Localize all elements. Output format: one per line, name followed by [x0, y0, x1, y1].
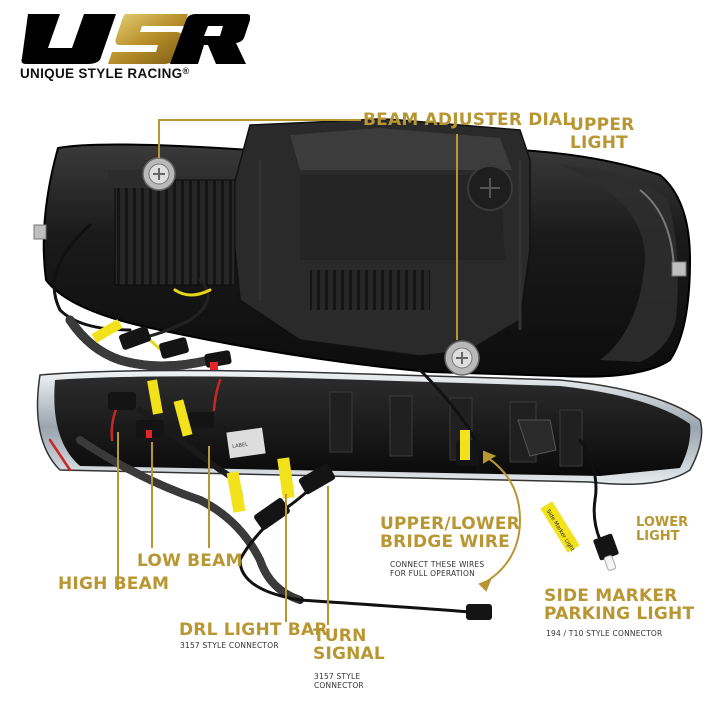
label-upper-light-line1: UPPER — [570, 115, 635, 135]
brand-name: UNIQUE STYLE RACING® — [20, 66, 190, 81]
label-high-beam: HIGH BEAM — [58, 574, 170, 594]
usr-logo — [21, 14, 250, 64]
label-drl-light-bar: DRL LIGHT BAR — [179, 620, 328, 640]
label-side-marker-line1: SIDE MARKER — [544, 586, 678, 606]
label-beam-adjuster-dial: BEAM ADJUSTER DIAL — [363, 110, 574, 130]
label-bridge-wire-line2: BRIDGE WIRE — [380, 531, 510, 552]
label-low-beam: LOW BEAM — [137, 551, 243, 571]
label-upper-light: UPPER LIGHT — [570, 115, 635, 153]
label-upper-light-line2: LIGHT — [570, 132, 628, 153]
note-turn-signal-line1: 3157 STYLE — [314, 672, 361, 681]
label-bridge-wire-line1: UPPER/LOWER — [380, 514, 520, 534]
label-turn-signal-line1: TURN — [313, 626, 367, 646]
note-bridge-wire-line2: FOR FULL OPERATION — [390, 569, 475, 578]
label-lower-light-line2: LIGHT — [636, 528, 680, 544]
note-bridge-wire-line1: CONNECT THESE WIRES — [390, 560, 485, 569]
note-drl: 3157 STYLE CONNECTOR — [180, 641, 279, 650]
label-turn-signal-line2: SIGNAL — [313, 643, 385, 664]
note-bridge-wire: CONNECT THESE WIRES FOR FULL OPERATION — [390, 560, 484, 578]
bridge-arrow — [478, 450, 522, 592]
label-lower-light-line1: LOWER — [636, 515, 689, 530]
side-marker-tag: Side Marker Light — [540, 501, 580, 553]
label-side-marker: SIDE MARKER PARKING LIGHT — [544, 586, 695, 624]
beam-adjuster-dial-left — [142, 157, 176, 191]
connectors — [108, 326, 619, 620]
label-bridge-wire: UPPER/LOWER BRIDGE WIRE — [380, 514, 520, 552]
label-side-marker-line2: PARKING LIGHT — [544, 603, 695, 624]
beam-adjuster-dial-right — [444, 340, 480, 376]
label-turn-signal: TURN SIGNAL — [313, 626, 385, 664]
leader-lines — [117, 119, 458, 625]
note-turn-signal-line2: CONNECTOR — [314, 681, 364, 690]
svg-text:LABEL: LABEL — [232, 442, 249, 450]
note-side-marker: 194 / T10 STYLE CONNECTOR — [546, 629, 663, 638]
label-lower-light: LOWER LIGHT — [636, 516, 688, 543]
note-turn-signal: 3157 STYLE CONNECTOR — [314, 672, 364, 690]
